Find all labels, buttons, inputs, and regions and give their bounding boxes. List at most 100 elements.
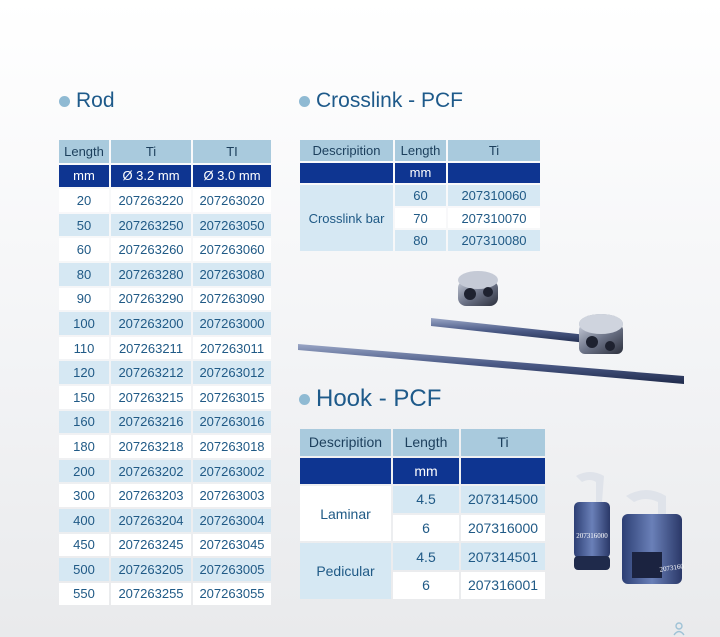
rod-ti-32-cell: 207263280 — [111, 262, 191, 286]
rod-ti-32-cell: 207263260 — [111, 238, 191, 261]
rod-ti-30-cell: 207263080 — [193, 262, 271, 286]
rod-ti-30-cell: 207263005 — [193, 558, 271, 581]
hook-table: Descripition Length Ti mm Laminar 4.5 20… — [298, 427, 547, 601]
rod-length-cell: Length — [59, 140, 109, 163]
bullet-icon — [299, 393, 310, 405]
hook-title-text: Hook - PCF — [316, 385, 442, 412]
rod-length-cell: 90 — [59, 287, 109, 311]
rod-ti-30-cell: 207263011 — [193, 336, 271, 360]
crosslink-unit-empty — [300, 162, 393, 184]
hook-header-length: Length — [393, 429, 459, 456]
rod-ti-30-cell: 207263012 — [193, 361, 271, 384]
table-row: 70 207310070 — [300, 207, 540, 229]
rod-ti-32-cell: 207263212 — [111, 361, 191, 384]
rod-ti-32-cell: 207263200 — [111, 312, 191, 335]
table-row: 6 207316001 — [300, 571, 545, 599]
hook-header-ti: Ti — [461, 429, 545, 456]
rod-length-cell: 50 — [59, 213, 109, 237]
hook-length: 6 — [393, 514, 459, 542]
hook-unit-empty — [461, 457, 545, 485]
bullet-icon — [299, 95, 310, 107]
rod-ti-30-cell: 207263002 — [193, 459, 271, 483]
hook-unit-mm: mm — [393, 457, 459, 485]
hook-ti: 207316000 — [461, 514, 545, 542]
hook-unit-row: mm — [300, 457, 545, 485]
rod-ti-32-cell: 207263215 — [111, 385, 191, 409]
rod-length-cell: 450 — [59, 533, 109, 557]
rod-ti-32-cell: 207263211 — [111, 336, 191, 360]
hook-length: 4.5 — [393, 486, 459, 513]
rod-ti-30-cell: 207263015 — [193, 385, 271, 409]
rod-ti-32-cell: 207263250 — [111, 213, 191, 237]
crosslink-length: 80 — [395, 230, 446, 251]
rod-ti-30-cell: Ø 3.0 mm — [193, 164, 271, 188]
crosslink-table: Descripition Length Ti mm Crosslink bar … — [298, 138, 542, 253]
rod-length-cell: mm — [59, 164, 109, 188]
rod-ti-32-cell: 207263205 — [111, 558, 191, 581]
hook-description-laminar: Laminar — [300, 486, 391, 542]
hook-description-pedicular: Pedicular — [300, 543, 391, 599]
hook-product-image: 207316000 2073160 — [574, 472, 685, 584]
crosslink-description: Crosslink bar — [300, 185, 393, 251]
rod-ti-30-cell: 207263016 — [193, 410, 271, 434]
hook-header-row: Descripition Length Ti — [300, 429, 545, 456]
rod-length-cell: 550 — [59, 582, 109, 606]
crosslink-unit-empty — [448, 162, 540, 184]
table-row: 6 207316000 — [300, 514, 545, 542]
rod-ti-32-cell: 207263220 — [111, 189, 191, 212]
hook-ti: 207314500 — [461, 486, 545, 513]
crosslink-header-length: Length — [395, 140, 446, 161]
crosslink-product-image — [298, 271, 684, 384]
crosslink-ti: 207310060 — [448, 185, 540, 206]
rod-length-cell: 80 — [59, 262, 109, 286]
rod-ti-30-cell: 207263018 — [193, 435, 271, 458]
rod-title-text: Rod — [76, 89, 115, 112]
hook-length: 4.5 — [393, 543, 459, 570]
table-row: 80 207310080 — [300, 230, 540, 251]
rod-ti-32-cell: 207263216 — [111, 410, 191, 434]
rod-ti-32-cell: 207263255 — [111, 582, 191, 606]
rod-length-cell: 180 — [59, 435, 109, 458]
rod-ti-30-cell: TI — [193, 140, 271, 163]
rod-ti-30-cell: 207263003 — [193, 484, 271, 507]
table-row: Pedicular 4.5 207314501 — [300, 543, 545, 599]
rod-length-cell: 160 — [59, 410, 109, 434]
hook-title: Hook - PCF — [299, 385, 441, 413]
rod-ti-30-cell: 207263004 — [193, 508, 271, 532]
rod-ti-30-cell: 207263000 — [193, 312, 271, 335]
rod-title: Rod — [59, 89, 115, 113]
crosslink-header-description: Descripition — [300, 140, 393, 161]
hook-ti: 207314501 — [461, 543, 545, 570]
crosslink-unit-mm: mm — [395, 162, 446, 184]
rod-ti-32-cell: 207263218 — [111, 435, 191, 458]
rod-length-cell: 500 — [59, 558, 109, 581]
crosslink-unit-row: mm — [300, 162, 540, 184]
hook-header-description: Descripition — [300, 429, 391, 456]
hook-unit-empty — [300, 457, 391, 485]
crosslink-ti: 207310070 — [448, 207, 540, 229]
hook-engraving: 207316000 — [576, 532, 608, 540]
crosslink-ti: 207310080 — [448, 230, 540, 251]
rod-ti-32-cell: 207263203 — [111, 484, 191, 507]
rod-length-cell: 400 — [59, 508, 109, 532]
rod-length-cell: 200 — [59, 459, 109, 483]
crosslink-length: 60 — [395, 185, 446, 206]
rod-length-cell: 110 — [59, 336, 109, 360]
hook-engraving-small: 2073160 — [659, 562, 685, 573]
rod-length-cell: 300 — [59, 484, 109, 507]
pedicular-hook: 2073160 — [622, 490, 685, 584]
